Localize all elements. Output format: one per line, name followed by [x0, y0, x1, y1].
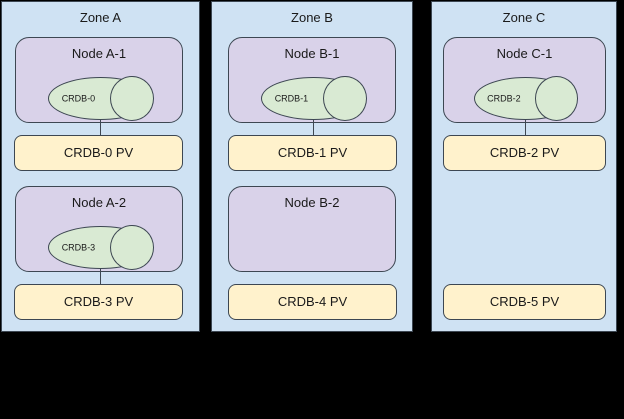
pod-cylinder-crdb-3: CRDB-3 — [48, 225, 154, 270]
node-title-node-a-2: Node A-2 — [71, 195, 127, 210]
pod-cylinder-crdb-0: CRDB-0 — [48, 76, 154, 121]
node-box-node-b-2: Node B-2 — [228, 186, 396, 272]
pod-cylinder-crdb-2: CRDB-2 — [474, 76, 578, 121]
zone-title-zone-b: Zone B — [291, 10, 333, 25]
persistent-volume-label-crdb-4-pv: CRDB-4 PV — [277, 294, 348, 309]
persistent-volume-label-crdb-5-pv: CRDB-5 PV — [489, 294, 560, 309]
persistent-volume-crdb-1-pv: CRDB-1 PV — [228, 135, 397, 171]
persistent-volume-crdb-2-pv: CRDB-2 PV — [443, 135, 606, 171]
persistent-volume-label-crdb-2-pv: CRDB-2 PV — [489, 145, 560, 160]
pod-volume-connector-conn-crdb-2 — [525, 120, 526, 136]
cylinder-cap-icon — [109, 225, 154, 270]
zone-title-zone-a: Zone A — [79, 10, 122, 25]
node-title-node-a-1: Node A-1 — [71, 46, 127, 61]
cylinder-cap-icon — [322, 76, 367, 121]
persistent-volume-crdb-5-pv: CRDB-5 PV — [443, 284, 606, 320]
persistent-volume-label-crdb-3-pv: CRDB-3 PV — [63, 294, 134, 309]
persistent-volume-crdb-0-pv: CRDB-0 PV — [14, 135, 183, 171]
zone-title-zone-c: Zone C — [502, 10, 546, 25]
pod-label-crdb-2: CRDB-2 — [487, 93, 521, 103]
node-title-node-c-1: Node C-1 — [496, 46, 553, 61]
persistent-volume-crdb-4-pv: CRDB-4 PV — [228, 284, 397, 320]
persistent-volume-label-crdb-0-pv: CRDB-0 PV — [63, 145, 134, 160]
pod-label-crdb-1: CRDB-1 — [274, 93, 309, 103]
pod-label-crdb-3: CRDB-3 — [61, 242, 96, 252]
node-title-node-b-1: Node B-1 — [284, 46, 340, 61]
pod-label-crdb-0: CRDB-0 — [61, 93, 96, 103]
persistent-volume-crdb-3-pv: CRDB-3 PV — [14, 284, 183, 320]
pod-volume-connector-conn-crdb-1 — [313, 120, 314, 136]
node-title-node-b-2: Node B-2 — [284, 195, 340, 210]
persistent-volume-label-crdb-1-pv: CRDB-1 PV — [277, 145, 348, 160]
pod-volume-connector-conn-crdb-3 — [100, 269, 101, 285]
pod-volume-connector-conn-crdb-0 — [100, 120, 101, 136]
pod-cylinder-crdb-1: CRDB-1 — [261, 76, 367, 121]
cylinder-cap-icon — [109, 76, 154, 121]
cylinder-cap-icon — [534, 76, 578, 121]
